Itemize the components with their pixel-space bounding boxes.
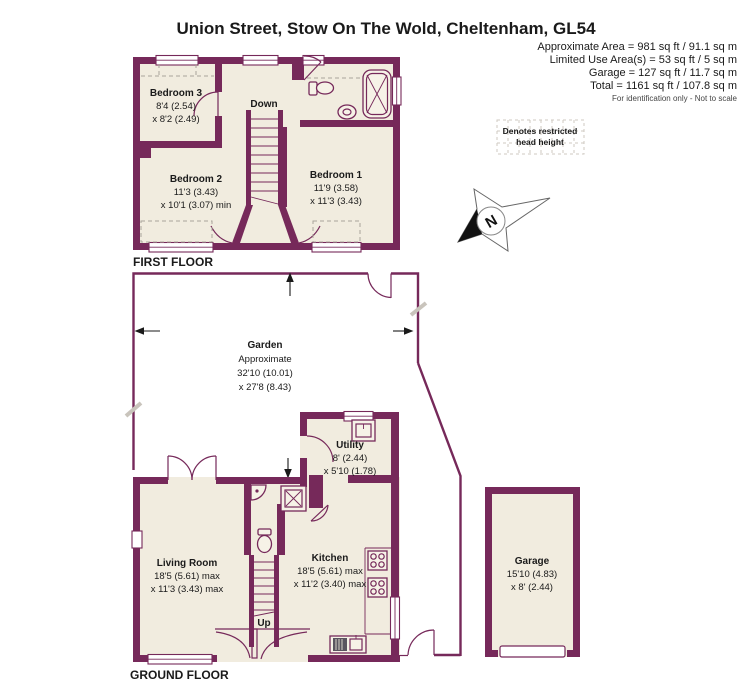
ground-floor-label: GROUND FLOOR (130, 668, 229, 682)
garage: Garage 15'10 (4.83) x 8' (2.44) (485, 487, 580, 658)
chimney-recess (131, 530, 143, 549)
compass-rose-icon: N (456, 187, 551, 252)
garage-dim1: 15'10 (4.83) (507, 569, 557, 580)
toilet-bowl-icon (256, 534, 273, 554)
stairs-down-label: Down (250, 99, 277, 110)
basin-drain-icon (342, 108, 352, 116)
bathroom-fixtures (308, 69, 392, 120)
bedroom2-name: Bedroom 2 (170, 174, 223, 185)
garage-dim2: x 8' (2.44) (511, 582, 553, 593)
utility-dim2: x 5'10 (1.78) (324, 466, 377, 477)
legend-text-line1: Denotes restricted (503, 126, 578, 136)
toilet-bowl-icon (315, 81, 335, 95)
front-entrance (215, 628, 310, 660)
first-floor-label: FIRST FLOOR (133, 255, 213, 269)
garage-name: Garage (515, 556, 550, 567)
rear-gate-arc (407, 629, 435, 656)
hob-icon (367, 550, 388, 571)
stairs-up-label: Up (257, 618, 270, 629)
shower-icon (280, 485, 307, 512)
bathtub-icon (362, 69, 392, 119)
garden-note: Approximate (238, 354, 291, 365)
kitchen-sink-icon (329, 635, 367, 654)
garden-dimension-arrows (134, 272, 414, 479)
hob-icon (367, 577, 388, 598)
summary-limited-use: Limited Use Area(s) = 53 sq ft / 5 sq m (550, 54, 737, 66)
utility-name: Utility (336, 440, 364, 451)
utility-sink-icon (351, 419, 376, 442)
garden-gate-arc (367, 273, 392, 299)
summary-garage-area: Garage = 127 sq ft / 11.7 sq m (589, 67, 737, 79)
utility-dim1: 8' (2.44) (333, 453, 368, 464)
garden-dim1: 32'10 (10.01) (237, 368, 293, 379)
ground-floor-windows (147, 410, 401, 665)
first-floor-plan: Down Bedroom 3 8'4 (2.54) x 8'2 (2.49) B… (133, 54, 402, 269)
bedroom2-dim1: 11'3 (3.43) (174, 187, 218, 198)
basin-icon (337, 104, 357, 120)
bedroom1-dim2: x 11'3 (3.43) (310, 196, 362, 207)
living-room-dim2: x 11'3 (3.43) max (151, 584, 224, 595)
summary-disclaimer: For identification only - Not to scale (612, 94, 737, 103)
stairs-down (210, 110, 321, 244)
summary-approximate-area: Approximate Area = 981 sq ft / 91.1 sq m (537, 41, 737, 53)
boundary-break-mark (124, 401, 143, 418)
bedroom1-dim1: 11'9 (3.58) (314, 183, 358, 194)
boundary-break-mark (409, 301, 428, 317)
first-floor-doors (193, 55, 322, 117)
bedroom2-dim2: x 10'1 (3.07) min (161, 200, 231, 211)
toilet-icon (308, 81, 318, 96)
ground-floor-plan: Garden Approximate 32'10 (10.01) x 27'8 … (124, 272, 580, 682)
living-room-dim1: 18'5 (5.61) max (154, 571, 220, 582)
legend-restricted-head-height: Denotes restricted head height (496, 119, 585, 155)
legend-text-line2: head height (516, 137, 564, 147)
kitchen-fixtures (329, 547, 391, 654)
kitchen-dim2: x 11'2 (3.40) max (294, 579, 367, 590)
summary-total-area: Total = 1161 sq ft / 107.8 sq m (590, 80, 737, 92)
hall-kitchen-door (310, 504, 329, 522)
bedroom3-dim2: x 8'2 (2.49) (152, 114, 199, 125)
bedroom3-dim1: 8'4 (2.54) (156, 101, 196, 112)
kitchen-name: Kitchen (312, 553, 349, 564)
utility-door-arc (306, 435, 334, 463)
page-title: Union Street, Stow On The Wold, Cheltenh… (176, 19, 596, 38)
corner-basin-icon (250, 484, 267, 501)
header: Union Street, Stow On The Wold, Cheltenh… (176, 19, 737, 103)
ground-floor-walls (131, 412, 400, 662)
bedroom3-name: Bedroom 3 (150, 88, 203, 99)
french-doors (167, 455, 217, 481)
first-floor-windows (148, 54, 402, 253)
garage-door (499, 645, 566, 658)
kitchen-dim1: 18'5 (5.61) max (297, 566, 363, 577)
chimney-breast (133, 147, 151, 158)
hall-fixtures (250, 484, 307, 554)
bedroom1-name: Bedroom 1 (310, 170, 363, 181)
garden-dim2: x 27'8 (8.43) (239, 382, 292, 393)
garden-name: Garden (247, 340, 282, 351)
living-room-name: Living Room (157, 558, 218, 569)
stairs-up (249, 555, 279, 647)
toilet-icon (257, 528, 272, 536)
